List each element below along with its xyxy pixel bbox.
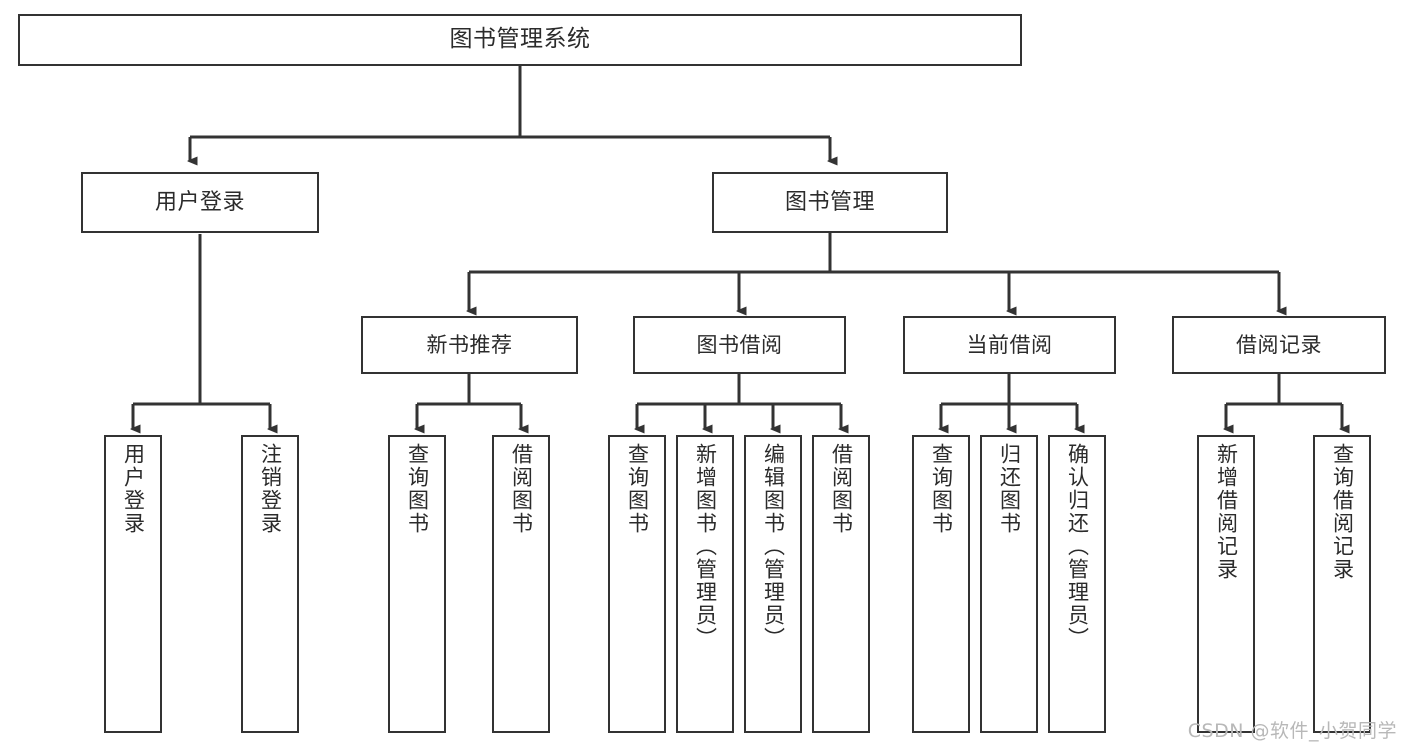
node-label: 图书管理系统 [449, 26, 591, 53]
leaf-user-login-login[interactable]: 用户登录 [104, 435, 162, 733]
node-label: 借阅图书 [509, 443, 534, 535]
node-label: 编辑图书（管理员） [761, 443, 786, 650]
leaf-current-borrow-query-books[interactable]: 查询图书 [912, 435, 970, 733]
node-label: 图书管理 [784, 189, 875, 215]
node-label: 查询图书 [625, 443, 650, 535]
leaf-new-book-query-books[interactable]: 查询图书 [388, 435, 446, 733]
node-label: 借阅图书 [829, 443, 854, 535]
node-label: 查询图书 [405, 443, 430, 535]
node-root-system[interactable]: 图书管理系统 [18, 14, 1022, 66]
node-label: 图书借阅 [696, 332, 783, 357]
leaf-book-borrow-query-books[interactable]: 查询图书 [608, 435, 666, 733]
leaf-user-login-logout[interactable]: 注销登录 [241, 435, 299, 733]
node-label: 新增借阅记录 [1214, 443, 1239, 581]
node-label: 新书推荐 [426, 332, 513, 357]
node-current-borrow[interactable]: 当前借阅 [903, 316, 1116, 374]
leaf-book-borrow-edit-book-admin[interactable]: 编辑图书（管理员） [744, 435, 802, 733]
node-label: 用户登录 [154, 189, 245, 215]
node-new-book-recommend[interactable]: 新书推荐 [361, 316, 578, 374]
node-user-login[interactable]: 用户登录 [81, 172, 319, 233]
node-label: 查询图书 [929, 443, 954, 535]
node-label: 查询借阅记录 [1330, 443, 1355, 581]
leaf-borrow-record-query-record[interactable]: 查询借阅记录 [1313, 435, 1371, 733]
node-borrow-record[interactable]: 借阅记录 [1172, 316, 1386, 374]
leaf-book-borrow-add-book-admin[interactable]: 新增图书（管理员） [676, 435, 734, 733]
node-label: 归还图书 [997, 443, 1022, 535]
node-label: 注销登录 [258, 443, 283, 535]
node-label: 确认归还（管理员） [1065, 443, 1090, 650]
node-label: 新增图书（管理员） [693, 443, 718, 650]
leaf-current-borrow-confirm-return-admin[interactable]: 确认归还（管理员） [1048, 435, 1106, 733]
leaf-book-borrow-borrow-books[interactable]: 借阅图书 [812, 435, 870, 733]
csdn-watermark: CSDN @软件_小贺同学 [1187, 720, 1397, 742]
node-book-management[interactable]: 图书管理 [712, 172, 948, 233]
node-label: 当前借阅 [966, 332, 1053, 357]
node-book-borrow[interactable]: 图书借阅 [633, 316, 846, 374]
node-label: 借阅记录 [1236, 332, 1322, 357]
leaf-borrow-record-add-record[interactable]: 新增借阅记录 [1197, 435, 1255, 733]
node-label: 用户登录 [121, 443, 146, 535]
leaf-current-borrow-return-books[interactable]: 归还图书 [980, 435, 1038, 733]
leaf-new-book-borrow-books[interactable]: 借阅图书 [492, 435, 550, 733]
